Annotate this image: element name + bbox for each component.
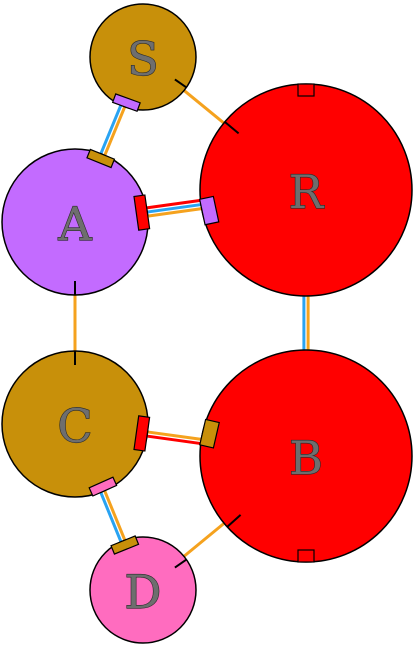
node-C: C xyxy=(1,350,149,498)
port-C-B xyxy=(133,415,151,452)
node-label-S: S xyxy=(127,32,159,86)
edges-layer xyxy=(73,88,310,559)
node-label-C: C xyxy=(57,399,92,453)
port-B-C xyxy=(199,418,220,449)
nodes-layer: S R A C B D xyxy=(1,3,413,644)
port-R-A xyxy=(198,195,220,226)
port-S-A xyxy=(111,93,141,113)
port-A-S xyxy=(86,148,116,169)
edge-C-D xyxy=(98,488,127,545)
edge-line-C-D-0 xyxy=(102,488,127,543)
node-label-R: R xyxy=(289,165,325,219)
node-B: B xyxy=(199,349,413,563)
port-B-bottom xyxy=(297,549,315,563)
edge-D-B xyxy=(181,520,227,559)
port-R-top xyxy=(297,83,315,97)
port-A-R xyxy=(133,194,151,231)
edge-line-D-B-0 xyxy=(181,520,227,559)
node-S: S xyxy=(89,3,197,111)
edge-line-S-A-1 xyxy=(98,102,123,157)
node-circle-D xyxy=(89,536,197,644)
edge-line-C-B-1 xyxy=(144,434,203,446)
node-A: A xyxy=(1,148,149,296)
node-R: R xyxy=(199,83,413,297)
edge-line-A-R-2 xyxy=(145,206,204,218)
edge-line-C-B-0 xyxy=(145,430,204,442)
edge-line-S-R-0 xyxy=(181,88,227,126)
tick-S-R xyxy=(174,78,187,89)
node-label-B: B xyxy=(289,431,323,485)
tick-R-S xyxy=(224,121,240,135)
edge-line-C-D-1 xyxy=(98,489,124,545)
edge-A-R xyxy=(144,198,204,218)
port-D-C xyxy=(110,535,140,555)
edge-line-A-R-0 xyxy=(144,198,203,210)
tick-D-B xyxy=(174,558,187,569)
edge-line-S-A-0 xyxy=(102,104,127,158)
node-circle-S xyxy=(89,3,197,111)
edge-S-A xyxy=(98,102,127,158)
edge-C-B xyxy=(144,430,204,446)
edge-line-A-R-1 xyxy=(145,202,204,214)
port-C-D xyxy=(88,476,118,497)
edge-R-B xyxy=(302,294,310,352)
edge-S-R xyxy=(181,88,227,126)
tick-B-D xyxy=(226,514,242,528)
node-D: D xyxy=(89,536,197,644)
node-label-D: D xyxy=(125,565,162,619)
node-label-A: A xyxy=(57,197,92,251)
